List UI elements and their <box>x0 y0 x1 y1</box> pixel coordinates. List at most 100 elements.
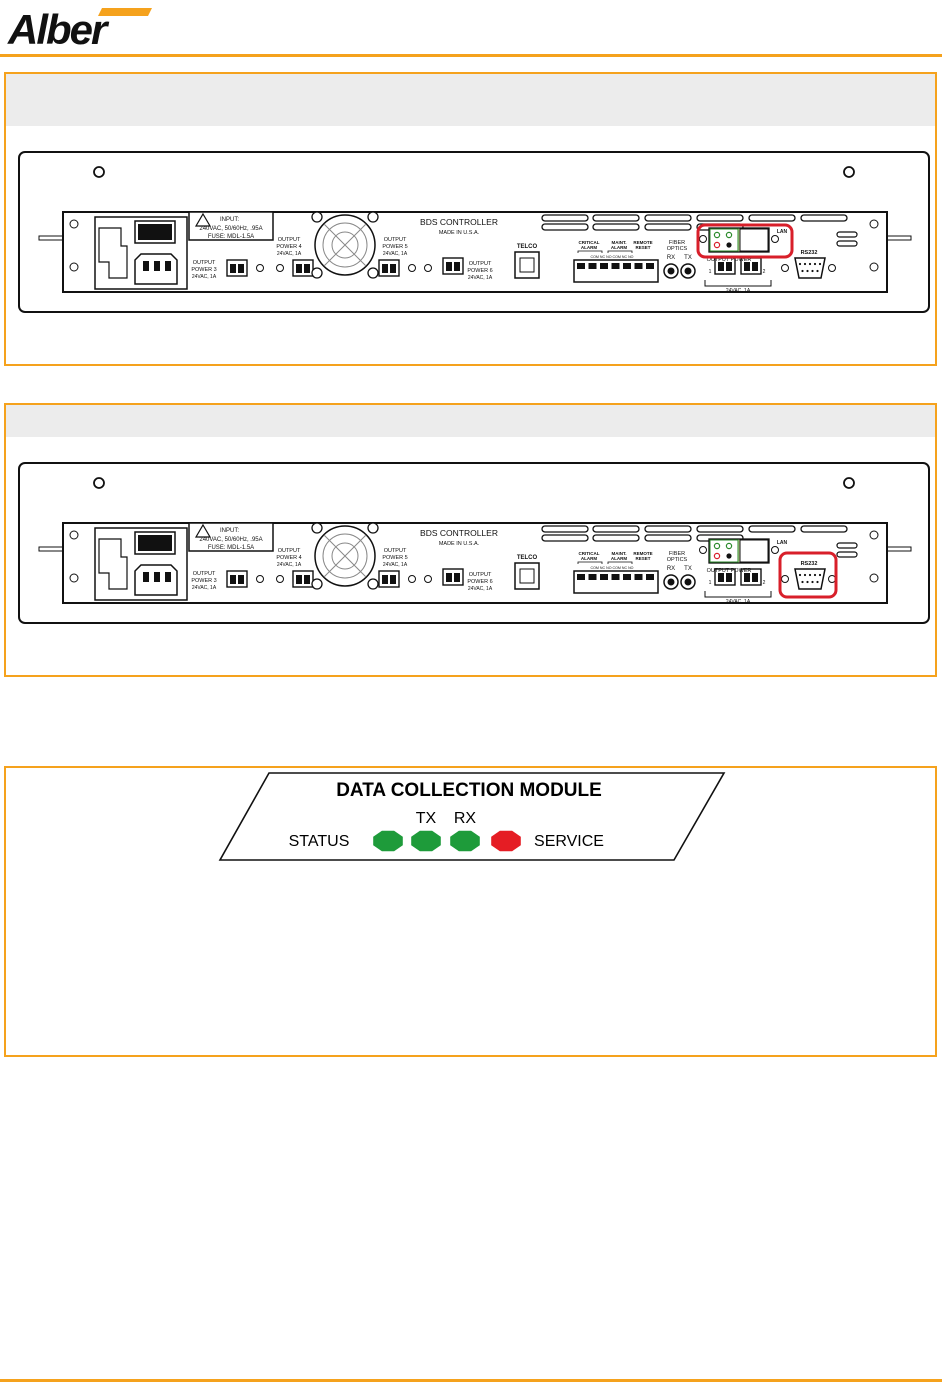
remote-reset-label: REMOTE <box>633 240 652 245</box>
rs232-pin <box>816 580 819 584</box>
led <box>771 235 779 243</box>
panel-screw <box>69 530 79 540</box>
panel-screw <box>69 573 79 583</box>
rs232-pin <box>811 580 814 584</box>
fiber-rx-port-core <box>667 267 675 275</box>
fan-guard-spokes <box>323 534 367 578</box>
mount-hole <box>843 166 855 178</box>
output5-spec: 24VAC, 1A <box>383 562 408 568</box>
panel-screw <box>869 573 879 583</box>
critical-alarm-label: ALARM <box>581 556 597 561</box>
terminal-screw <box>611 574 620 580</box>
logo-text: Alber <box>7 6 110 52</box>
fan-guard-spokes <box>323 223 367 267</box>
vent-slot <box>644 534 692 542</box>
fan-guard-ring <box>331 231 359 259</box>
vent-slot <box>541 525 589 533</box>
output3-spec: 24VAC, 1A <box>192 585 217 591</box>
vent-slot <box>541 223 589 231</box>
rs232-pin <box>798 262 802 266</box>
telco-jack-opening <box>519 257 535 273</box>
led-row <box>373 830 521 852</box>
rx-led <box>450 830 480 852</box>
terminal-screw <box>600 574 608 580</box>
rs232-pin <box>816 269 819 273</box>
output6-label: OUTPUT <box>469 261 492 267</box>
terminal-screw <box>611 263 620 269</box>
footer-rule <box>0 1379 942 1382</box>
terminal-bracket <box>577 250 633 253</box>
vent-slot <box>644 223 692 231</box>
rs232-pin <box>808 573 812 577</box>
rs232-pin <box>803 573 807 577</box>
input-spec: 240VAC, 50/60Hz, .95A <box>199 226 262 232</box>
vent-slot <box>592 214 640 222</box>
output5-connector-pin <box>390 575 396 584</box>
output6-spec: 24VAC, 1A <box>468 275 493 281</box>
input-label: INPUT: <box>220 217 239 223</box>
remote-reset-label: REMOTE <box>633 551 652 556</box>
service-label: SERVICE <box>534 833 604 850</box>
lan-module-jack <box>739 228 769 252</box>
lan-label: LAN <box>777 229 788 235</box>
output-power1-number: 1 <box>709 580 712 586</box>
lan-module-jack <box>739 539 769 563</box>
rs232-pin <box>806 269 809 273</box>
rs232-connector <box>794 257 826 279</box>
terminal-pin-labels: COM NC NO COM NC NO <box>591 255 634 259</box>
dcm-title: DATA COLLECTION MODULE <box>336 780 602 801</box>
output6-connector-pin <box>454 262 460 271</box>
output5-connector-pin <box>382 264 388 273</box>
lan-led-block <box>709 539 739 563</box>
lan-label: LAN <box>777 540 788 546</box>
vent-slot <box>592 534 640 542</box>
warning-icon <box>194 523 212 538</box>
rs232-pin <box>808 262 812 266</box>
fan-guard-ring <box>331 542 359 570</box>
led <box>424 264 432 272</box>
output-power2-connector-pin <box>744 573 750 582</box>
lan-led-green <box>713 231 721 239</box>
output4-spec: 24VAC, 1A <box>277 562 302 568</box>
output-power2-connector-pin <box>752 262 758 271</box>
rs232-pin <box>801 269 804 273</box>
output4-label: POWER 4 <box>276 555 301 561</box>
fan-guard-ring <box>322 533 368 579</box>
maint-alarm-label: MAINT. <box>612 240 627 245</box>
rs232-highlight-ring <box>778 551 838 599</box>
vent-slot <box>748 525 796 533</box>
lan-led-green <box>725 231 733 239</box>
output-power2-connector-pin <box>744 262 750 271</box>
led <box>781 264 789 272</box>
fiber-rx-label: RX <box>667 255 675 261</box>
fuse-rating: FUSE: MDL-1.5A <box>208 234 254 240</box>
led <box>699 235 707 243</box>
lan-led-dark <box>726 242 732 248</box>
fiber-optics-label: OPTICS <box>667 557 688 563</box>
output-power-bracket <box>704 591 772 598</box>
fan-screw <box>367 211 379 223</box>
output3-connector-pin <box>230 575 236 584</box>
maint-alarm-label: ALARM <box>611 556 627 561</box>
logo-accent-bar <box>98 8 152 16</box>
fan-screw <box>367 522 379 534</box>
led <box>408 264 416 272</box>
rs232-pin <box>813 262 817 266</box>
output6-connector-pin <box>454 573 460 582</box>
terminal-screw <box>634 263 643 269</box>
terminal-screw <box>588 263 597 269</box>
fiber-tx-port-core <box>684 578 692 586</box>
vent-slot <box>836 240 858 247</box>
tx-led <box>411 830 441 852</box>
output4-label: OUTPUT <box>278 237 301 243</box>
output3-connector-pin <box>230 264 236 273</box>
led <box>276 575 284 583</box>
led <box>408 575 416 583</box>
device-title: BDS CONTROLLER <box>420 217 498 227</box>
header-rule <box>0 54 942 57</box>
fan-screw <box>311 578 323 590</box>
telco-jack-opening <box>519 568 535 584</box>
maint-alarm-label: MAINT. <box>612 551 627 556</box>
rs232-pin <box>803 262 807 266</box>
rack-handle-right <box>886 546 912 552</box>
